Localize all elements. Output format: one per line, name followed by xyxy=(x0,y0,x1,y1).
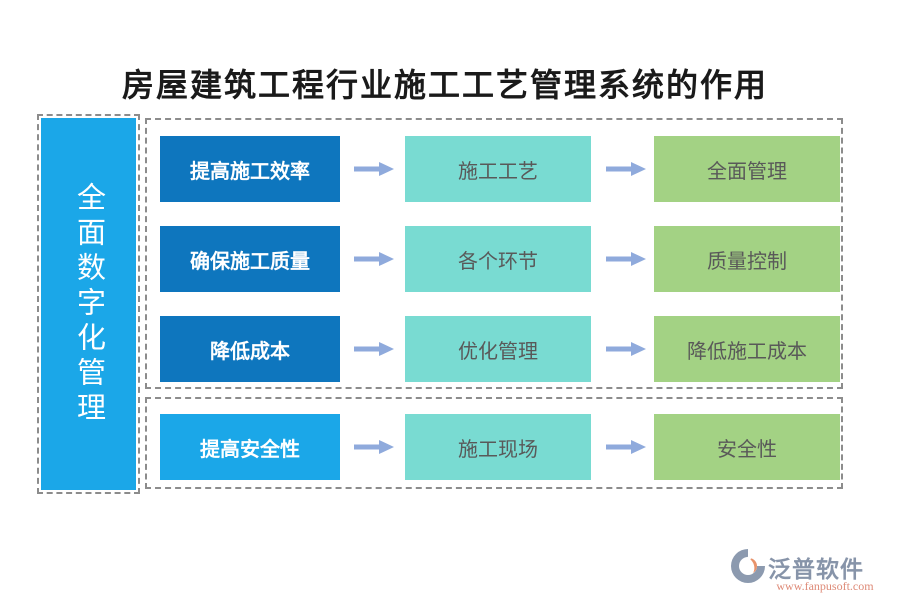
process-box-label: 施工现场 xyxy=(458,438,538,461)
process-box: 施工现场 xyxy=(405,414,591,480)
source-box: 确保施工质量 xyxy=(160,226,340,292)
brand-url: www.fanpusoft.com xyxy=(776,579,874,593)
source-box-label: 降低成本 xyxy=(210,340,290,363)
side-banner-label: 全面数字化管理 xyxy=(72,181,105,427)
arrow-right-icon xyxy=(354,440,394,454)
result-box: 全面管理 xyxy=(654,136,840,202)
flow-row: 提高安全性 施工现场 安全性 xyxy=(147,414,841,480)
result-box-label: 质量控制 xyxy=(707,250,787,273)
arrow-right-icon xyxy=(606,162,646,176)
flow-row: 提高施工效率 施工工艺 全面管理 xyxy=(147,136,841,202)
process-box: 各个环节 xyxy=(405,226,591,292)
arrow-right-icon xyxy=(606,252,646,266)
side-banner-bar: 全面数字化管理 xyxy=(41,118,136,490)
process-box: 施工工艺 xyxy=(405,136,591,202)
source-box-label: 提高施工效率 xyxy=(190,160,310,183)
source-box: 提高施工效率 xyxy=(160,136,340,202)
arrow-right-icon xyxy=(354,252,394,266)
watermark: 泛普软件 www.fanpusoft.com xyxy=(730,548,890,594)
result-box: 质量控制 xyxy=(654,226,840,292)
source-box: 降低成本 xyxy=(160,316,340,382)
source-box: 提高安全性 xyxy=(160,414,340,480)
arrow-right-icon xyxy=(606,440,646,454)
flow-row: 降低成本 优化管理 降低施工成本 xyxy=(147,316,841,382)
brand-logo-icon xyxy=(731,549,765,583)
result-box-label: 降低施工成本 xyxy=(687,340,807,363)
flow-row: 确保施工质量 各个环节 质量控制 xyxy=(147,226,841,292)
arrow-right-icon xyxy=(606,342,646,356)
result-box-label: 安全性 xyxy=(717,438,777,461)
source-box-label: 提高安全性 xyxy=(200,438,300,461)
result-box: 安全性 xyxy=(654,414,840,480)
result-box: 降低施工成本 xyxy=(654,316,840,382)
process-box-label: 施工工艺 xyxy=(458,160,538,183)
process-box-label: 各个环节 xyxy=(458,250,538,273)
arrow-right-icon xyxy=(354,162,394,176)
process-box-label: 优化管理 xyxy=(458,340,538,363)
flow-group-main: 提高施工效率 施工工艺 全面管理 确保施工质量 各个环节 质量控制 xyxy=(145,118,843,389)
result-box-label: 全面管理 xyxy=(707,160,787,183)
brand-name: 泛普软件 xyxy=(768,556,864,582)
side-banner: 全面数字化管理 xyxy=(37,114,140,494)
source-box-label: 确保施工质量 xyxy=(190,250,310,273)
flow-group-safety: 提高安全性 施工现场 安全性 xyxy=(145,397,843,489)
page-title: 房屋建筑工程行业施工工艺管理系统的作用 xyxy=(121,67,768,103)
arrow-right-icon xyxy=(354,342,394,356)
process-box: 优化管理 xyxy=(405,316,591,382)
